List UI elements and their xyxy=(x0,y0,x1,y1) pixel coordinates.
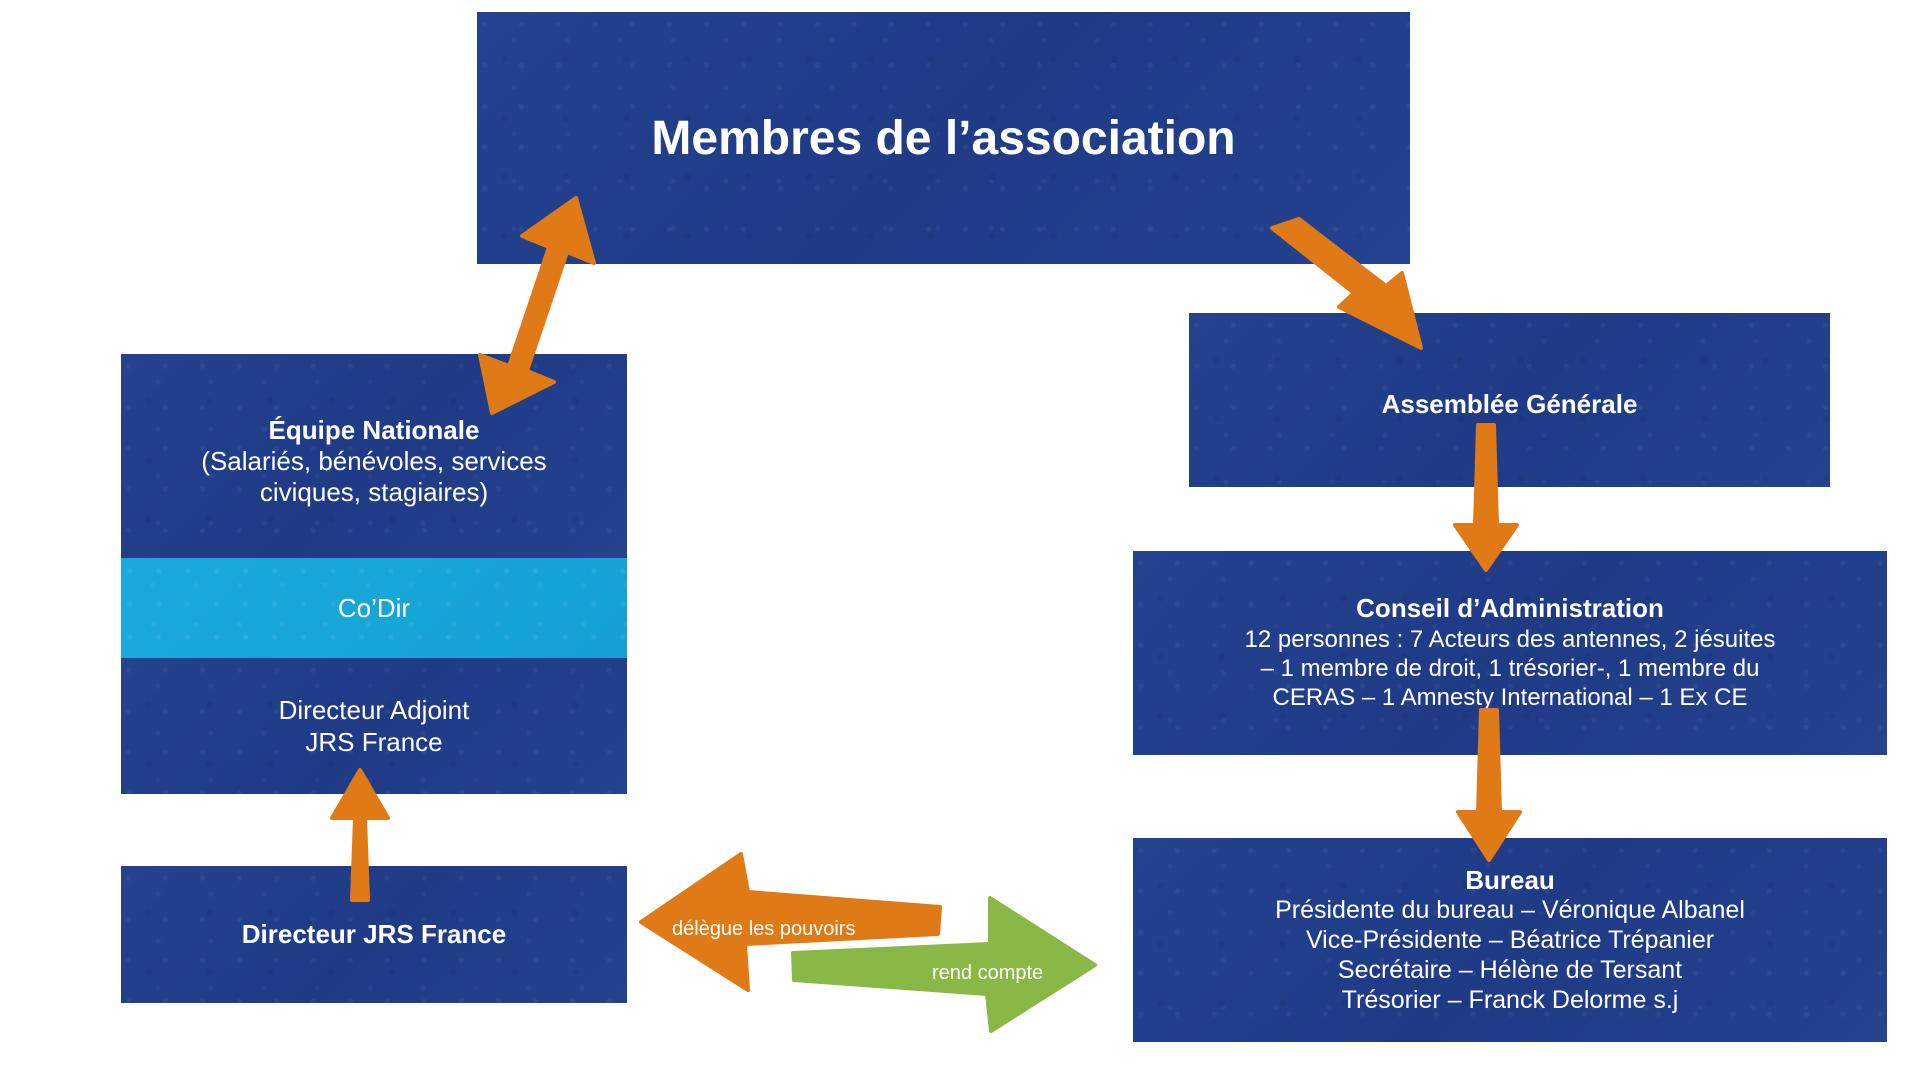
adjoint-line-2: JRS France xyxy=(305,727,443,757)
equipe-nationale-box: Équipe Nationale (Salariés, bénévoles, s… xyxy=(121,354,627,558)
bureau-title: Bureau xyxy=(1465,865,1555,895)
directeur-adjoint-box: Directeur Adjoint JRS France xyxy=(121,658,627,794)
assemblee-generale-box: Assemblée Générale xyxy=(1189,313,1830,487)
conseil-line-1: 12 personnes : 7 Acteurs des antennes, 2… xyxy=(1244,626,1776,653)
delegue-label: délègue les pouvoirs xyxy=(672,918,856,940)
adjoint-line-1: Directeur Adjoint xyxy=(278,695,470,725)
equipe-line-1: (Salariés, bénévoles, services xyxy=(201,446,547,476)
bureau-box: Bureau Présidente du bureau – Véronique … xyxy=(1133,838,1887,1042)
directeur-title: Directeur JRS France xyxy=(241,919,507,949)
directeur-box: Directeur JRS France xyxy=(121,866,627,1003)
membres-box: Membres de l’association xyxy=(477,12,1410,264)
codir-label: Co’Dir xyxy=(337,592,411,623)
bureau-line-1: Présidente du bureau – Véronique Albanel xyxy=(1275,896,1745,924)
conseil-title: Conseil d’Administration xyxy=(1356,593,1664,623)
equipe-title: Équipe Nationale xyxy=(268,415,480,445)
assemblee-title: Assemblée Générale xyxy=(1381,388,1638,419)
equipe-line-2: civiques, stagiaires) xyxy=(259,477,489,507)
codir-box: Co’Dir xyxy=(121,558,627,658)
bureau-line-4: Trésorier – Franck Delorme s.j xyxy=(1341,986,1679,1014)
membres-title: Membres de l’association xyxy=(651,111,1236,165)
conseil-administration-box: Conseil d’Administration 12 personnes : … xyxy=(1133,551,1887,755)
bureau-line-2: Vice-Présidente – Béatrice Trépanier xyxy=(1305,926,1715,954)
conseil-line-2: – 1 membre de droit, 1 trésorier-, 1 mem… xyxy=(1260,655,1760,682)
conseil-line-3: CERAS – 1 Amnesty International – 1 Ex C… xyxy=(1272,684,1748,711)
rend-compte-label: rend compte xyxy=(932,962,1044,984)
bureau-line-3: Secrétaire – Hélène de Tersant xyxy=(1337,956,1683,984)
